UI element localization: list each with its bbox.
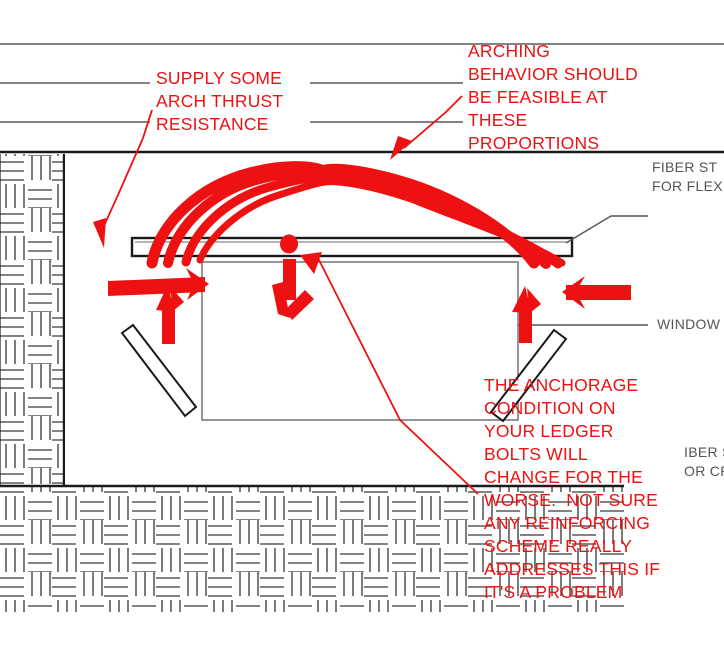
annotation-arching-behavior-line5: PROPORTIONS [468,133,600,153]
annotation-anchorage: THE ANCHORAGE [484,375,639,395]
point-load-dot [280,234,298,254]
annotation-anchorage-line2: CONDITION ON [484,398,616,418]
annotation-arching-behavior-line4: THESE [468,110,528,130]
gravity-load-arrow [272,259,314,320]
annotation-arching-behavior-line2: BEHAVIOR SHOULD [468,64,638,84]
fiber-strap-upper-label: FIBER ST [652,159,718,175]
annotation-arching-behavior: ARCHING [468,41,551,61]
leader-anchorage-head [300,252,322,274]
diagonal-strap-right [489,328,568,423]
masonry-basketweave-hatch-bottom [0,484,624,612]
thrust-arrow-right-horizontal [562,276,631,309]
annotation-anchorage-line4: BOLTS WILL [484,444,588,464]
leader-arching [403,95,463,149]
annotation-supply-arch-thrust: SUPPLY SOME [156,68,283,88]
annotation-anchorage-line5: CHANGE FOR THE [484,467,644,487]
annotation-anchorage-line6: WORSE. NOT SURE [484,490,659,510]
reaction-arrow-right-up [512,286,541,343]
fiber-strap-upper-label-line2: FOR FLEX [652,178,723,194]
masonry-basketweave-hatch-left [0,154,66,486]
upper-guide-lines [0,43,724,123]
annotation-anchorage-line8: SCHEME REALLY [484,536,633,556]
diagonal-strap-left [120,323,198,418]
window-label: WINDOW [657,316,721,332]
annotation-anchorage-line10: IT'S A PROBLEM [484,582,623,602]
fiber-strap-lower-label-line2: OR CR [684,463,724,479]
annotation-anchorage-line7: ANY REINFORCING [484,513,651,533]
thrust-arrow-left-horizontal [108,268,209,300]
annotation-supply-arch-thrust-line2: ARCH THRUST [156,91,284,111]
leader-supply-thrust-head [93,218,106,248]
annotation-supply-arch-thrust-line3: RESISTANCE [156,114,269,134]
fiber-strap-lower-label: IBER S [684,444,724,460]
annotation-arching-behavior-line3: BE FEASIBLE AT [468,87,608,107]
reaction-arrow-left-up [156,284,184,344]
annotation-anchorage-line3: YOUR LEDGER [484,421,614,441]
red-arch-thrust-line [146,161,566,269]
annotation-anchorage-line9: ADDRESSES THIS IF [484,559,661,579]
leader-anchorage [317,257,479,495]
leader-supply-thrust [102,109,153,229]
leader-arching-head [390,136,412,160]
lintel-beam [130,236,574,258]
